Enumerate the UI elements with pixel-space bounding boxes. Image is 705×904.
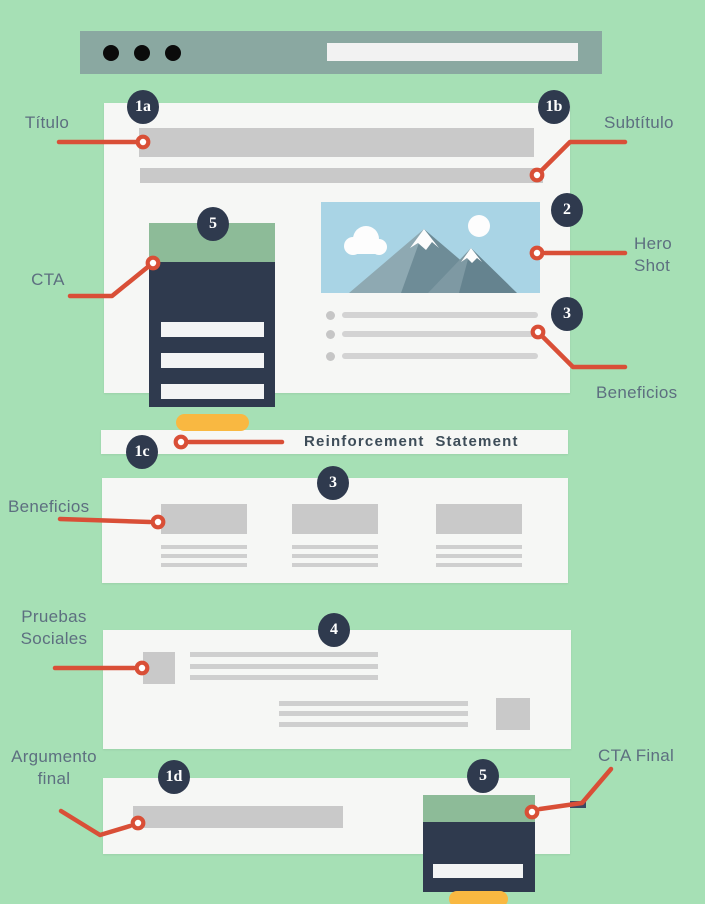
window-dot-icon (103, 45, 119, 61)
window-dot-icon (134, 45, 150, 61)
window-dot-icon (165, 45, 181, 61)
final-cta-form-header (423, 795, 535, 822)
benefit-text-line (161, 554, 247, 558)
testimonial-avatar (143, 652, 175, 684)
form-input[interactable] (433, 864, 523, 878)
badge-3-columns: 3 (317, 466, 349, 500)
testimonial-text-line (279, 711, 468, 716)
reinforcement-statement-text: Reinforcement Statement (304, 433, 519, 450)
sun-icon (468, 215, 490, 237)
final-cta-form-body (423, 822, 535, 904)
label-subtitulo: Subtítulo (604, 113, 674, 132)
label-beneficios-right: Beneficios (596, 383, 678, 402)
form-input[interactable] (161, 322, 264, 337)
social-proof-panel (103, 630, 571, 749)
label-hero-shot: Hero Shot (634, 234, 673, 275)
final-argument-placeholder (133, 806, 343, 828)
mountains-icon (349, 229, 517, 293)
form-input[interactable] (161, 353, 264, 368)
benefit-text-line (161, 563, 247, 567)
badge-1d: 1d (158, 760, 190, 794)
badge-1a: 1a (127, 90, 159, 124)
benefit-bullet-line (342, 312, 538, 318)
benefit-text-line (292, 554, 378, 558)
benefit-text-line (436, 545, 522, 549)
bullet-dot (326, 330, 335, 339)
badge-5-form: 5 (197, 207, 229, 241)
badge-2: 2 (551, 193, 583, 227)
bullet-dot (326, 311, 335, 320)
benefit-text-line (292, 545, 378, 549)
benefit-bullet-line (342, 331, 538, 337)
testimonial-text-line (279, 722, 468, 727)
cloud-icon (344, 226, 387, 255)
final-cta-form (423, 795, 535, 904)
browser-bar (80, 31, 602, 74)
testimonial-avatar (496, 698, 530, 730)
label-argumento-final: Argumento final (11, 747, 97, 788)
cta-form-body (149, 262, 275, 431)
badge-1c: 1c (126, 435, 158, 469)
form-input[interactable] (161, 384, 264, 399)
label-pruebas-sociales: Pruebas Sociales (20, 607, 88, 648)
final-cta-submit-button[interactable] (449, 891, 508, 904)
testimonial-text-line (279, 701, 468, 706)
title-placeholder (139, 128, 534, 157)
benefit-bullet-line (342, 353, 538, 359)
label-cta-final: CTA Final (598, 746, 675, 765)
badge-5-final: 5 (467, 759, 499, 793)
badge-4: 4 (318, 613, 350, 647)
cta-submit-button[interactable] (176, 414, 249, 431)
panel-edge-tab (570, 801, 586, 808)
reinforcement-strip: Reinforcement Statement (101, 430, 568, 454)
benefits-panel (102, 478, 568, 583)
testimonial-text-line (190, 652, 378, 657)
label-cta: CTA (31, 270, 65, 289)
testimonial-text-line (190, 664, 378, 669)
benefit-text-line (161, 545, 247, 549)
testimonial-text-line (190, 675, 378, 680)
benefit-text-line (292, 563, 378, 567)
benefit-image-placeholder (436, 504, 522, 534)
benefit-text-line (436, 563, 522, 567)
badge-1b: 1b (538, 90, 570, 124)
bullet-dot (326, 352, 335, 361)
cta-form (149, 223, 275, 431)
subtitle-placeholder (140, 168, 543, 183)
label-beneficios-left: Beneficios (8, 497, 90, 516)
browser-search-bar[interactable] (327, 43, 578, 61)
badge-3-bullets: 3 (551, 297, 583, 331)
benefit-image-placeholder (161, 504, 247, 534)
benefit-text-line (436, 554, 522, 558)
hero-shot-image (321, 202, 540, 293)
benefit-image-placeholder (292, 504, 378, 534)
label-titulo: Título (24, 113, 70, 132)
